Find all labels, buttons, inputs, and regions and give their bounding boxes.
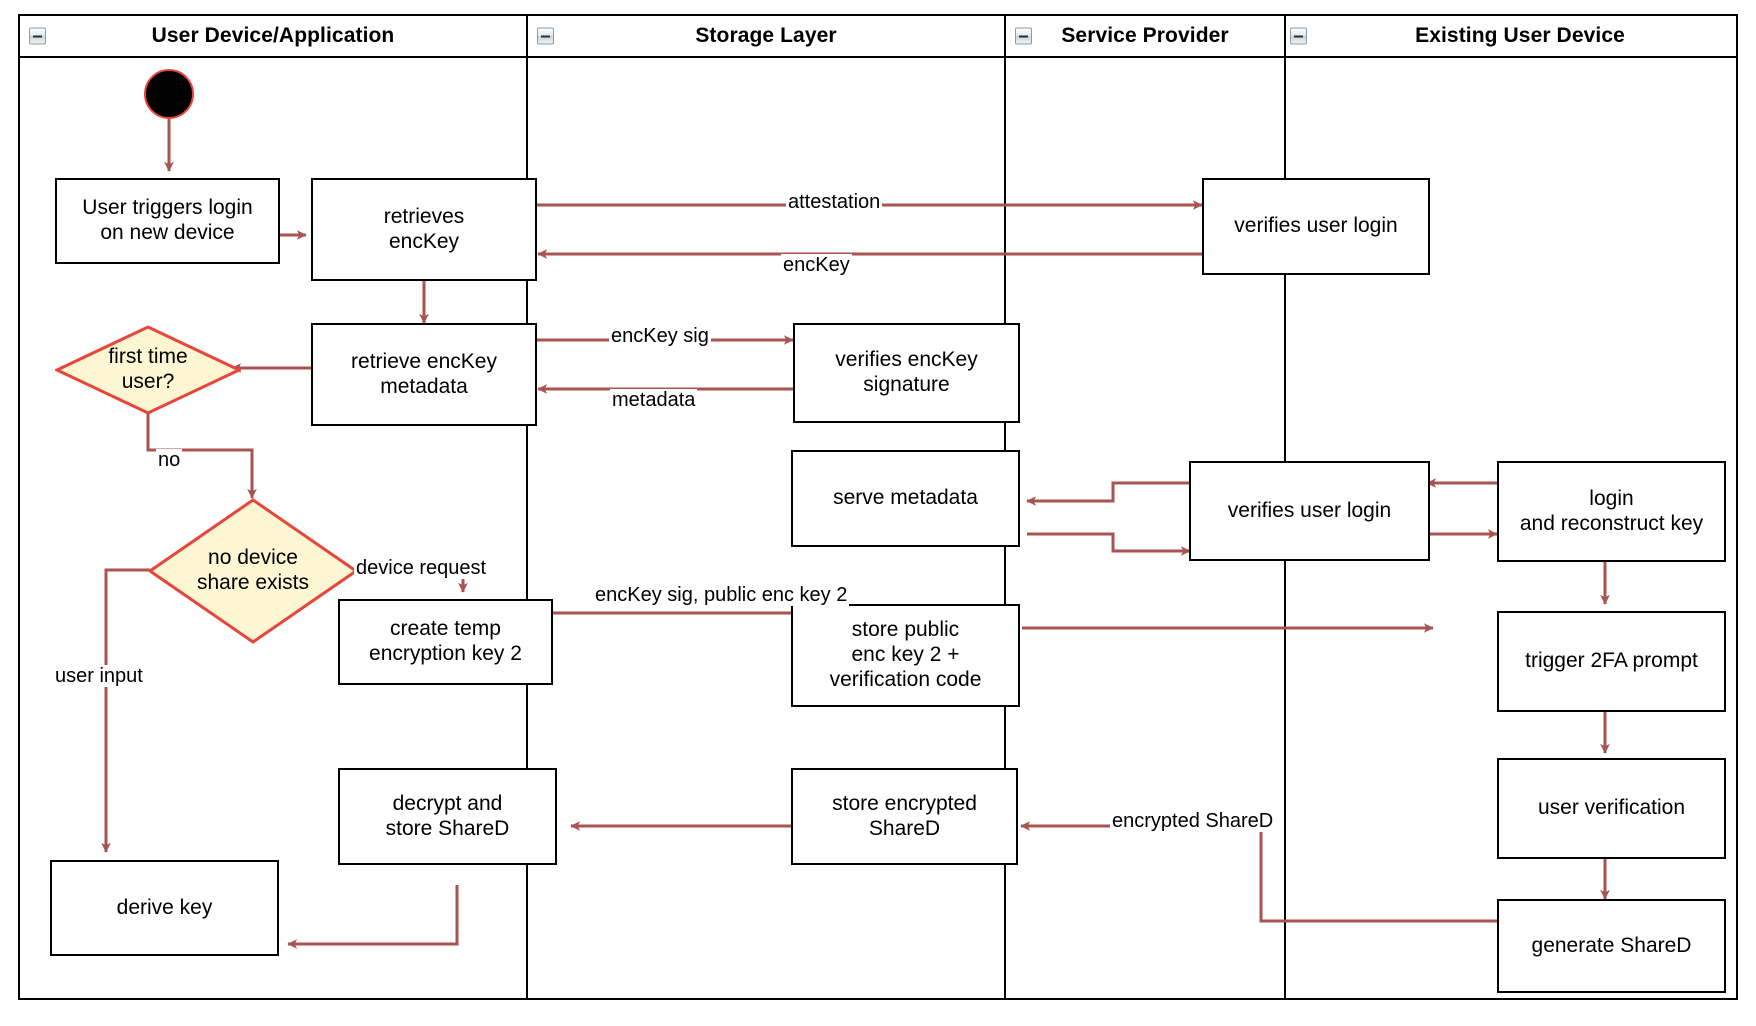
edge-label-user-input: user input bbox=[53, 665, 145, 688]
collapse-minus-icon-storage-layer[interactable] bbox=[537, 27, 554, 45]
lane-header-service-provider[interactable]: Service Provider bbox=[1004, 14, 1286, 58]
node-verifies-enckey-signature[interactable]: verifies encKey signature bbox=[793, 323, 1020, 423]
node-user-verification[interactable]: user verification bbox=[1497, 758, 1726, 859]
edge-label-metadata: metadata bbox=[610, 389, 698, 412]
lane-title-existing-user-device: Existing User Device bbox=[1415, 24, 1625, 47]
node-login-and-reconstruct-key[interactable]: login and reconstruct key bbox=[1497, 461, 1726, 562]
node-store-public-enc-key-2[interactable]: store public enc key 2 + verification co… bbox=[791, 604, 1020, 707]
node-serve-metadata[interactable]: serve metadata bbox=[791, 450, 1020, 547]
collapse-minus-icon-service-provider[interactable] bbox=[1015, 27, 1032, 45]
lane-title-user-device: User Device/Application bbox=[151, 24, 395, 47]
node-start[interactable] bbox=[144, 69, 194, 119]
node-first-time-user[interactable]: first time user? bbox=[53, 325, 243, 415]
lane-header-storage-layer[interactable]: Storage Layer bbox=[526, 14, 1006, 58]
edge-label-attestation: attestation bbox=[786, 191, 883, 214]
node-verifies-user-login-1[interactable]: verifies user login bbox=[1202, 178, 1430, 275]
node-retrieve-enckey-metadata[interactable]: retrieve encKey metadata bbox=[311, 323, 537, 426]
node-decrypt-and-store-shared[interactable]: decrypt and store ShareD bbox=[338, 768, 557, 865]
node-store-encrypted-shared[interactable]: store encrypted ShareD bbox=[791, 768, 1018, 865]
lane-header-user-device[interactable]: User Device/Application bbox=[18, 14, 528, 58]
edge-label-enckey-sig: encKey sig bbox=[609, 325, 711, 348]
edge-label-no: no bbox=[156, 449, 183, 472]
edge-label-enckey: encKey bbox=[781, 254, 852, 277]
no-device-share-exists-shape bbox=[147, 498, 359, 644]
node-retrieves-enckey[interactable]: retrieves encKey bbox=[311, 178, 537, 281]
node-no-device-share-exists[interactable]: no device share exists bbox=[147, 498, 359, 644]
lane-header-existing-user-device[interactable]: Existing User Device bbox=[1284, 14, 1738, 58]
collapse-minus-icon-user-device[interactable] bbox=[29, 27, 46, 45]
node-generate-shared[interactable]: generate ShareD bbox=[1497, 899, 1726, 993]
edge-label-encrypted-shared: encrypted ShareD bbox=[1110, 810, 1276, 833]
lane-title-storage-layer: Storage Layer bbox=[695, 24, 837, 47]
node-verifies-user-login-2[interactable]: verifies user login bbox=[1189, 461, 1430, 561]
collapse-minus-icon-existing-user-device[interactable] bbox=[1290, 27, 1307, 45]
node-user-triggers-login[interactable]: User triggers login on new device bbox=[55, 178, 280, 264]
edge-label-device-request: device request bbox=[354, 557, 489, 580]
first-time-user-shape bbox=[53, 325, 243, 415]
lane-title-service-provider: Service Provider bbox=[1061, 24, 1229, 47]
node-derive-key[interactable]: derive key bbox=[50, 860, 279, 956]
node-create-temp-encryption-key-2[interactable]: create temp encryption key 2 bbox=[338, 599, 553, 685]
node-trigger-2fa-prompt[interactable]: trigger 2FA prompt bbox=[1497, 611, 1726, 712]
edge-label-enckey-sig-public-enc-key-2: encKey sig, public enc key 2 bbox=[593, 584, 850, 607]
